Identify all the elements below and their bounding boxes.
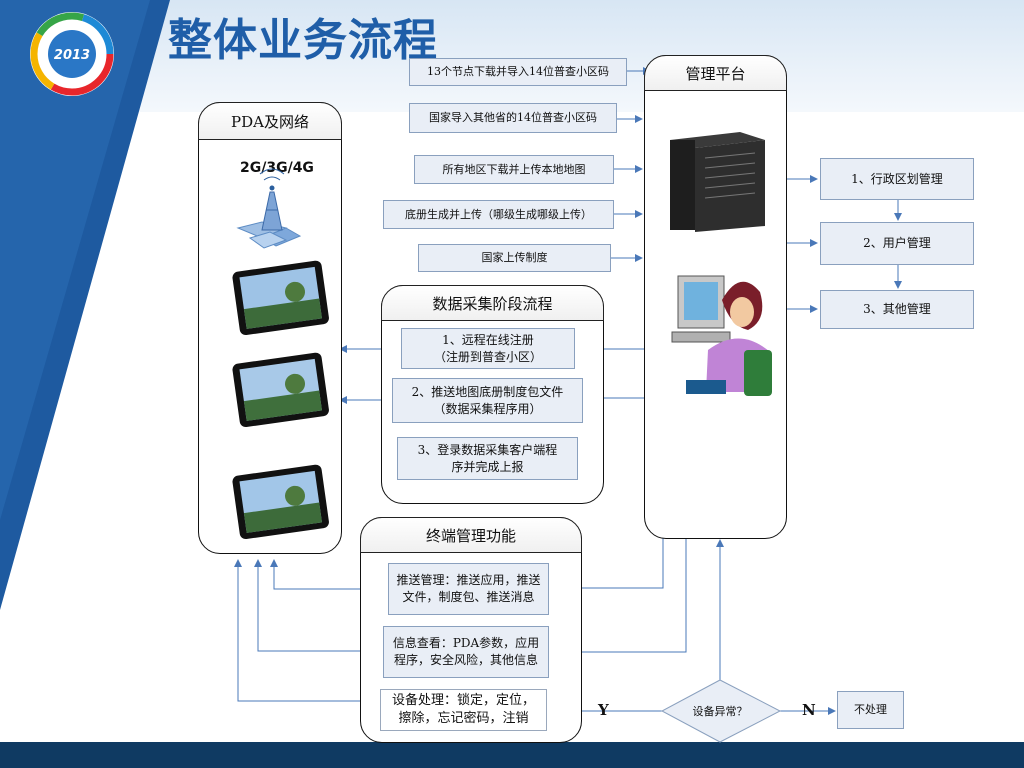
import-step-2: 国家导入其他省的14位普查小区码: [409, 103, 617, 133]
push-management-box: 推送管理：推送应用，推送 文件，制度包、推送消息: [388, 563, 549, 615]
device-handling-box: 设备处理：锁定，定位， 擦除，忘记密码，注销: [380, 689, 547, 731]
import-step-3: 所有地区下载并上传本地地图: [414, 155, 614, 184]
management-item-3: 3、其他管理: [820, 290, 974, 329]
pda-panel-header: PDA及网络: [198, 102, 342, 140]
import-step-5: 国家上传制度: [418, 244, 611, 272]
pda-panel-title: PDA及网络: [231, 112, 309, 131]
footer-band: [0, 742, 1024, 768]
import-step-4: 底册生成并上传（哪级生成哪级上传）: [383, 200, 614, 229]
decision-label: 设备异常？: [692, 705, 748, 718]
management-item-2: 2、用户管理: [820, 222, 974, 265]
collection-panel-header: 数据采集阶段流程: [381, 285, 604, 321]
decision-yes-label: Y: [598, 701, 609, 719]
platform-panel-header: 管理平台: [644, 55, 787, 91]
platform-panel-title: 管理平台: [685, 64, 746, 83]
collection-step-3: 3、登录数据采集客户端程 序并完成上报: [397, 437, 578, 480]
import-step-1: 13个节点下载并导入14位普查小区码: [409, 58, 627, 86]
no-action-box: 不处理: [837, 691, 904, 729]
collection-step-2: 2、推送地图底册制度包文件 （数据采集程序用）: [392, 378, 583, 423]
decision-no-label: N: [802, 701, 816, 719]
management-item-1: 1、行政区划管理: [820, 158, 974, 200]
terminal-panel-title: 终端管理功能: [425, 526, 516, 545]
info-view-box: 信息查看：PDA参数，应用 程序，安全风险，其他信息: [383, 626, 549, 678]
collection-panel-title: 数据采集阶段流程: [432, 294, 553, 313]
collection-step-1: 1、远程在线注册 （注册到普查小区）: [401, 328, 575, 369]
network-label: 2G/3G/4G: [240, 160, 314, 176]
terminal-panel-header: 终端管理功能: [360, 517, 582, 553]
page-title: 整体业务流程: [168, 15, 438, 66]
header-band: [0, 0, 1024, 112]
